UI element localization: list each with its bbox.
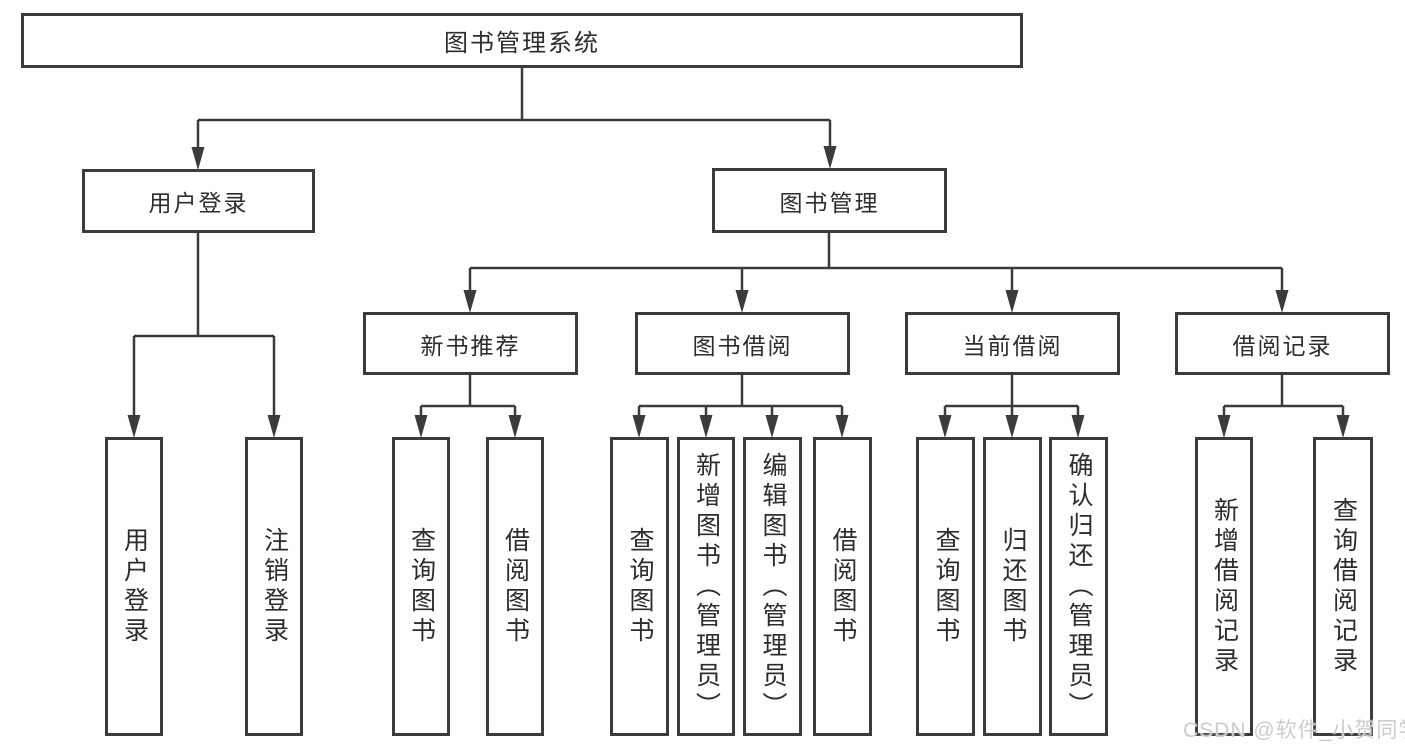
leaf-borrow-add-book-admin-label: 新增图书（管理员） xyxy=(692,451,721,722)
leaf-logout-label: 注销登录 xyxy=(260,526,289,647)
leaf-borrow-borrow-book-label: 借阅图书 xyxy=(829,526,857,647)
leaf-newrec-query-book: 查询图书 xyxy=(392,437,450,736)
leaf-logout: 注销登录 xyxy=(245,437,303,736)
leaf-records-add-record-label: 新增借阅记录 xyxy=(1210,496,1239,677)
leaf-borrow-query-book-label: 查询图书 xyxy=(626,526,654,647)
leaf-newrec-borrow-book-label: 借阅图书 xyxy=(501,526,530,647)
leaf-current-return-book-label: 归还图书 xyxy=(999,526,1027,647)
leaf-newrec-borrow-book: 借阅图书 xyxy=(486,437,544,736)
leaf-user-login-label: 用户登录 xyxy=(120,526,149,647)
node-library-system: 图书管理系统 xyxy=(21,13,1023,68)
leaf-records-query-record-label: 查询借阅记录 xyxy=(1329,496,1358,677)
leaf-borrow-edit-book-admin: 编辑图书（管理员） xyxy=(743,437,802,736)
leaf-current-query-book-label: 查询图书 xyxy=(932,526,960,647)
leaf-current-return-book: 归还图书 xyxy=(983,437,1042,736)
leaf-borrow-borrow-book: 借阅图书 xyxy=(813,437,872,736)
leaf-current-confirm-return-admin: 确认归还（管理员） xyxy=(1049,437,1108,736)
leaf-borrow-edit-book-admin-label: 编辑图书（管理员） xyxy=(759,451,787,722)
leaf-borrow-query-book: 查询图书 xyxy=(610,437,669,736)
node-user-login: 用户登录 xyxy=(82,169,315,233)
watermark: CSDN @软件_小贺同学 xyxy=(1183,719,1405,742)
node-book-borrow: 图书借阅 xyxy=(635,312,850,375)
node-book-management: 图书管理 xyxy=(712,168,947,233)
node-new-book-recommend: 新书推荐 xyxy=(363,312,578,375)
leaf-user-login: 用户登录 xyxy=(105,437,163,736)
leaf-records-add-record: 新增借阅记录 xyxy=(1195,437,1253,736)
leaf-borrow-add-book-admin: 新增图书（管理员） xyxy=(677,437,735,736)
leaf-current-confirm-return-admin-label: 确认归还（管理员） xyxy=(1065,451,1093,722)
leaf-newrec-query-book-label: 查询图书 xyxy=(407,526,436,647)
leaf-current-query-book: 查询图书 xyxy=(916,437,975,736)
node-current-borrow: 当前借阅 xyxy=(905,312,1120,375)
leaf-records-query-record: 查询借阅记录 xyxy=(1313,437,1373,736)
node-borrow-records: 借阅记录 xyxy=(1175,312,1390,375)
